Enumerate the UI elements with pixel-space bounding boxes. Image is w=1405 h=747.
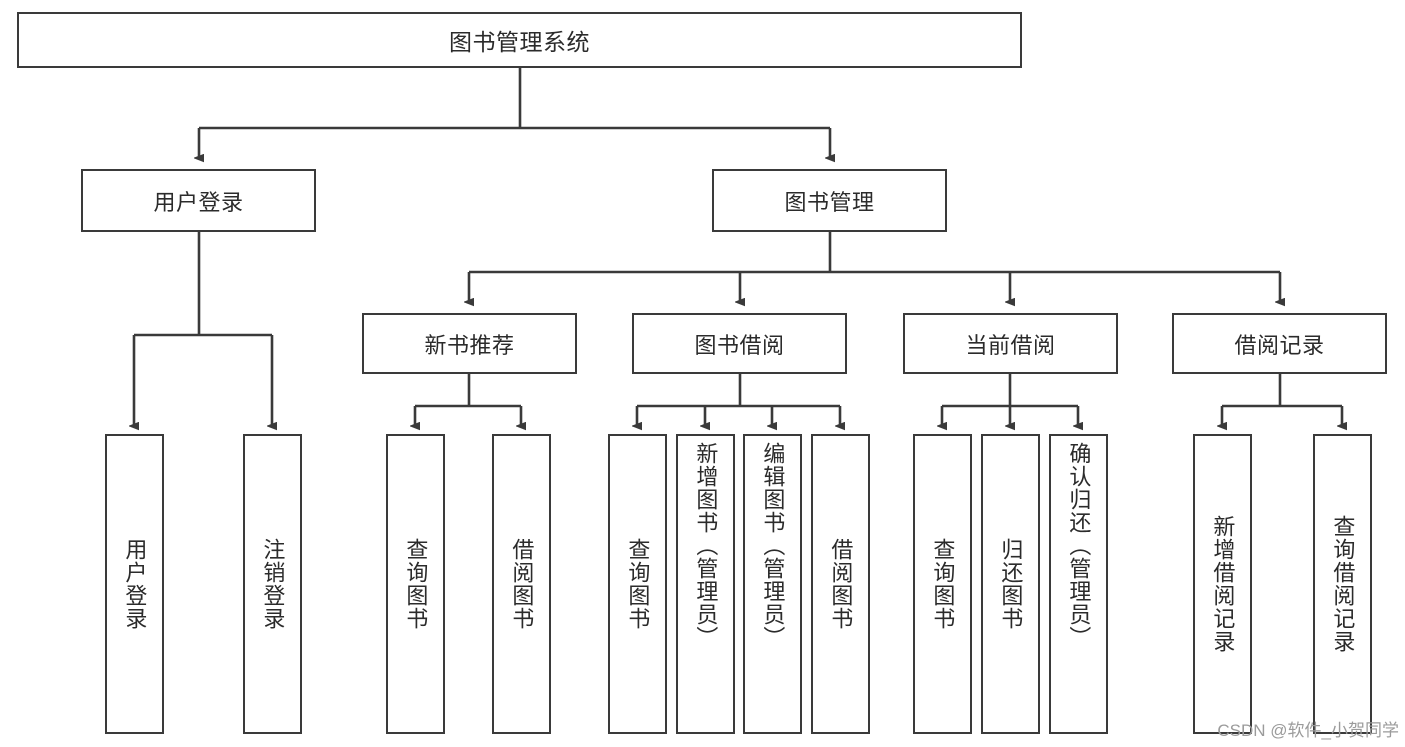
edge-book-manage-to-level3 <box>469 232 1280 302</box>
node-label: 查询图书 <box>625 538 651 630</box>
node-label: 当前借阅 <box>965 332 1056 358</box>
node-label: 注销登录 <box>260 538 286 630</box>
node-label: 新书推荐 <box>424 332 515 358</box>
watermark-text: CSDN @软件_小贺同学 <box>1217 721 1399 740</box>
node-label: 查询借阅记录 <box>1330 515 1356 653</box>
node-borrow-record[interactable]: 借阅记录 <box>1172 313 1387 374</box>
node-leaf-query-book-1[interactable]: 查询图书 <box>386 434 445 734</box>
node-leaf-borrow-book-1[interactable]: 借阅图书 <box>492 434 551 734</box>
node-label: 借阅记录 <box>1234 332 1325 358</box>
edge-new-book-recommend-to-leaves <box>415 374 521 426</box>
node-label: 编辑图书（管理员） <box>760 442 786 649</box>
node-label: 确认归还（管理员） <box>1066 442 1092 649</box>
node-label: 查询图书 <box>403 538 429 630</box>
edge-user-login-to-leaves <box>134 232 272 426</box>
node-current-borrow[interactable]: 当前借阅 <box>903 313 1118 374</box>
node-leaf-return-book[interactable]: 归还图书 <box>981 434 1040 734</box>
node-label: 借阅图书 <box>509 538 535 630</box>
node-leaf-logout-login[interactable]: 注销登录 <box>243 434 302 734</box>
node-label: 图书管理 <box>784 189 875 215</box>
node-label: 图书借阅 <box>694 332 785 358</box>
node-label: 查询图书 <box>930 538 956 630</box>
node-leaf-user-login[interactable]: 用户登录 <box>105 434 164 734</box>
node-label: 借阅图书 <box>828 538 854 630</box>
node-label: 图书管理系统 <box>449 29 590 55</box>
node-leaf-query-book-2[interactable]: 查询图书 <box>608 434 667 734</box>
node-leaf-query-record[interactable]: 查询借阅记录 <box>1313 434 1372 734</box>
node-leaf-edit-book[interactable]: 编辑图书（管理员） <box>743 434 802 734</box>
node-leaf-confirm-return[interactable]: 确认归还（管理员） <box>1049 434 1108 734</box>
node-label: 归还图书 <box>998 538 1024 630</box>
edge-root-to-level2 <box>199 68 830 158</box>
node-label: 用户登录 <box>153 189 244 215</box>
node-book-borrow[interactable]: 图书借阅 <box>632 313 847 374</box>
node-new-book-recommend[interactable]: 新书推荐 <box>362 313 577 374</box>
node-leaf-borrow-book-2[interactable]: 借阅图书 <box>811 434 870 734</box>
node-root-system[interactable]: 图书管理系统 <box>17 12 1022 68</box>
node-book-manage[interactable]: 图书管理 <box>712 169 947 232</box>
node-label: 新增借阅记录 <box>1210 515 1236 653</box>
edge-book-borrow-to-leaves <box>637 374 840 426</box>
edge-current-borrow-to-leaves <box>942 374 1078 426</box>
node-leaf-query-book-3[interactable]: 查询图书 <box>913 434 972 734</box>
node-leaf-add-record[interactable]: 新增借阅记录 <box>1193 434 1252 734</box>
node-label: 用户登录 <box>122 538 148 630</box>
node-label: 新增图书（管理员） <box>693 442 719 649</box>
node-user-login[interactable]: 用户登录 <box>81 169 316 232</box>
edge-borrow-record-to-leaves <box>1222 374 1342 426</box>
node-leaf-add-book[interactable]: 新增图书（管理员） <box>676 434 735 734</box>
